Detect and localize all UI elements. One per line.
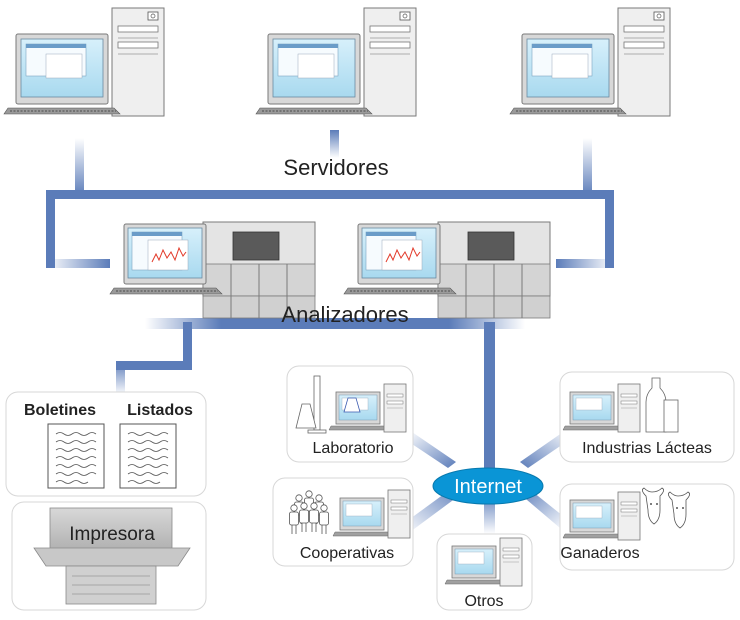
spoke-laboratorio (406, 432, 456, 468)
boletin-document-icon (47, 423, 105, 489)
industrias-node: Industrias Lácteas (559, 371, 735, 463)
otros-node: Otros (436, 533, 533, 611)
server-link-2 (330, 130, 339, 158)
spoke-industrias (520, 430, 572, 468)
internet-trunk (484, 322, 495, 472)
server-bus-left (46, 190, 55, 268)
server-tower-icon (111, 7, 165, 117)
industrias-label: Industrias Lácteas (582, 440, 712, 457)
boletines-label: Boletines (24, 402, 96, 419)
analyzer-monitor-icon (109, 223, 223, 295)
listado-document-icon (119, 423, 177, 489)
cooperativas-node: Cooperativas (272, 477, 414, 567)
server-tower-icon (617, 7, 671, 117)
server-link-1 (75, 138, 84, 196)
internet-cloud: Internet (432, 467, 544, 505)
lab-glassware-icon (295, 375, 327, 434)
server-1 (3, 7, 165, 117)
reports-link-h (116, 361, 192, 370)
servidores-label: Servidores (283, 155, 388, 180)
impresora-label: Impresora (69, 524, 155, 545)
milk-bottle-icon (645, 377, 679, 433)
server-3 (509, 7, 671, 117)
server-bus (46, 190, 614, 199)
analizadores-label: Analizadores (281, 302, 408, 327)
server-bus-left-arm (46, 259, 110, 268)
listados-label: Listados (127, 402, 193, 419)
internet-ellipse (432, 467, 544, 505)
network-lines (46, 130, 614, 534)
reports-link-v (183, 322, 192, 370)
spoke-ganaderos (520, 488, 568, 528)
printer-box: Impresora (11, 501, 207, 611)
cooperativas-label: Cooperativas (300, 545, 394, 562)
analyzer-unit-icon (437, 221, 551, 319)
analyzer-bus (145, 318, 525, 329)
laboratorio-node: Laboratorio (286, 365, 414, 463)
server-2 (255, 7, 417, 117)
server-bus-right (605, 190, 614, 268)
server-tower-icon (363, 7, 417, 117)
ganaderos-label: Ganaderos (560, 545, 639, 562)
server-monitor-icon (509, 33, 627, 115)
server-bus-right-arm (556, 259, 614, 268)
otros-label: Otros (464, 593, 503, 610)
reports-link-drop (116, 361, 125, 395)
reports-box: Boletines Listados (5, 391, 207, 497)
server-link-3 (583, 138, 592, 196)
analyzer-monitor-icon (343, 223, 457, 295)
internet-label: Internet (454, 476, 522, 498)
cows-icon (642, 487, 690, 529)
server-monitor-icon (3, 33, 121, 115)
server-monitor-icon (255, 33, 373, 115)
laboratorio-label: Laboratorio (313, 440, 394, 457)
spoke-otros (484, 492, 495, 534)
ganaderos-node: Ganaderos (559, 483, 735, 571)
